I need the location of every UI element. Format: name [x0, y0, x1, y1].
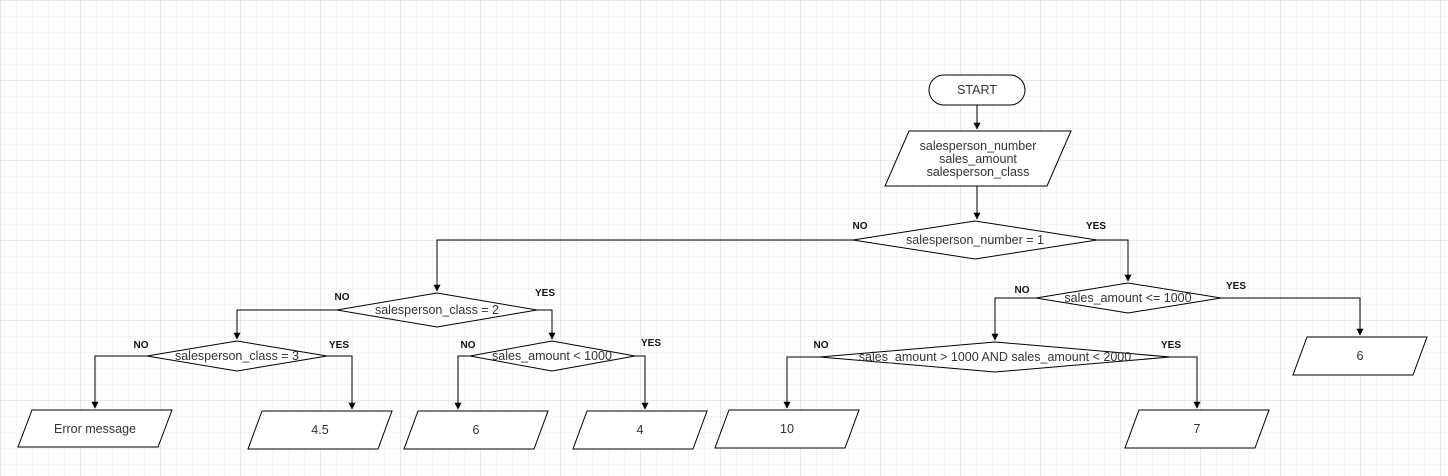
- decision-label: salesperson_number = 1: [906, 233, 1044, 247]
- label-decision1-no: NO: [853, 221, 868, 232]
- label-decision6-no: NO: [814, 340, 829, 351]
- output-shape: [247, 410, 393, 450]
- output-shape: [714, 409, 860, 449]
- label-decision3-yes: YES: [641, 338, 661, 349]
- output-shape: [403, 410, 549, 450]
- label-decision1-yes: YES: [1086, 221, 1106, 232]
- label-decision3-no: NO: [461, 340, 476, 351]
- decision-label: salesperson_class = 2: [375, 303, 499, 317]
- decision-label: sales_amount < 1000: [492, 349, 612, 363]
- input-node: salesperson_number sales_amount salesper…: [884, 130, 1072, 187]
- output-shape: [1124, 409, 1270, 449]
- edge-decision1-yes: [1097, 239, 1132, 282]
- label-decision4-no: NO: [134, 340, 149, 351]
- edges: [91, 105, 1364, 410]
- edge-decision3-no: [454, 355, 470, 410]
- output-6-right: 6: [1292, 336, 1428, 376]
- start-node: START: [928, 74, 1026, 106]
- decision-shape: [852, 220, 1098, 260]
- edge-decision6-no: [783, 356, 820, 409]
- input-shape: [884, 130, 1072, 187]
- decision-shape: [336, 292, 538, 328]
- decision-salesperson-number-1: salesperson_number = 1: [852, 220, 1098, 260]
- start-label: START: [957, 83, 997, 97]
- decision-shape: [146, 340, 328, 372]
- output-10: 10: [714, 409, 860, 449]
- output-label: Error message: [54, 422, 136, 436]
- label-decision6-yes: YES: [1161, 340, 1181, 351]
- edge-decision3-yes: [635, 355, 649, 410]
- decision-label: sales_amount <= 1000: [1064, 291, 1191, 305]
- edge-decision2-no: [233, 309, 337, 340]
- decision-sales-amount-between: sales_amount > 1000 AND sales_amount < 2…: [819, 341, 1171, 373]
- input-line-1: salesperson_number: [920, 139, 1037, 153]
- decision-salesperson-class-2: salesperson_class = 2: [336, 292, 538, 328]
- output-label: 7: [1194, 422, 1201, 436]
- edge-decision4-no: [91, 355, 147, 409]
- edge-decision5-no: [991, 297, 1036, 341]
- output-label: 4.5: [311, 423, 328, 437]
- decision-shape: [819, 341, 1171, 373]
- edge-decision6-yes: [1170, 356, 1201, 409]
- output-error-message: Error message: [17, 409, 173, 448]
- edge-decision5-yes: [1221, 297, 1364, 336]
- output-4-5: 4.5: [247, 410, 393, 450]
- label-decision2-yes: YES: [535, 288, 555, 299]
- output-4: 4: [572, 410, 708, 450]
- output-6-left: 6: [403, 410, 549, 450]
- label-decision5-no: NO: [1015, 285, 1030, 296]
- decision-label: sales_amount > 1000 AND sales_amount < 2…: [859, 350, 1131, 364]
- label-decision5-yes: YES: [1226, 281, 1246, 292]
- edge-decision1-no: [433, 239, 853, 292]
- edge-decision4-yes: [327, 355, 356, 410]
- input-line-3: salesperson_class: [927, 165, 1030, 179]
- edge-decision2-yes: [537, 309, 556, 340]
- output-7: 7: [1124, 409, 1270, 449]
- decision-shape: [469, 340, 636, 372]
- edge-labels: NO YES NO YES NO YES NO YES NO YES NO YE…: [134, 221, 1247, 351]
- decision-sales-amount-lte-1000: sales_amount <= 1000: [1035, 282, 1222, 314]
- output-label: 6: [1357, 349, 1364, 363]
- output-label: 10: [780, 422, 794, 436]
- label-decision4-yes: YES: [329, 340, 349, 351]
- output-label: 4: [637, 423, 644, 437]
- start-shape: [928, 74, 1026, 106]
- decision-salesperson-class-3: salesperson_class = 3: [146, 340, 328, 372]
- output-shape: [1292, 336, 1428, 376]
- input-line-2: sales_amount: [939, 152, 1017, 166]
- decision-label: salesperson_class = 3: [175, 349, 299, 363]
- decision-shape: [1035, 282, 1222, 314]
- output-shape: [572, 410, 708, 450]
- output-label: 6: [473, 423, 480, 437]
- output-shape: [17, 409, 173, 448]
- label-decision2-no: NO: [335, 292, 350, 303]
- decision-sales-amount-lt-1000: sales_amount < 1000: [469, 340, 636, 372]
